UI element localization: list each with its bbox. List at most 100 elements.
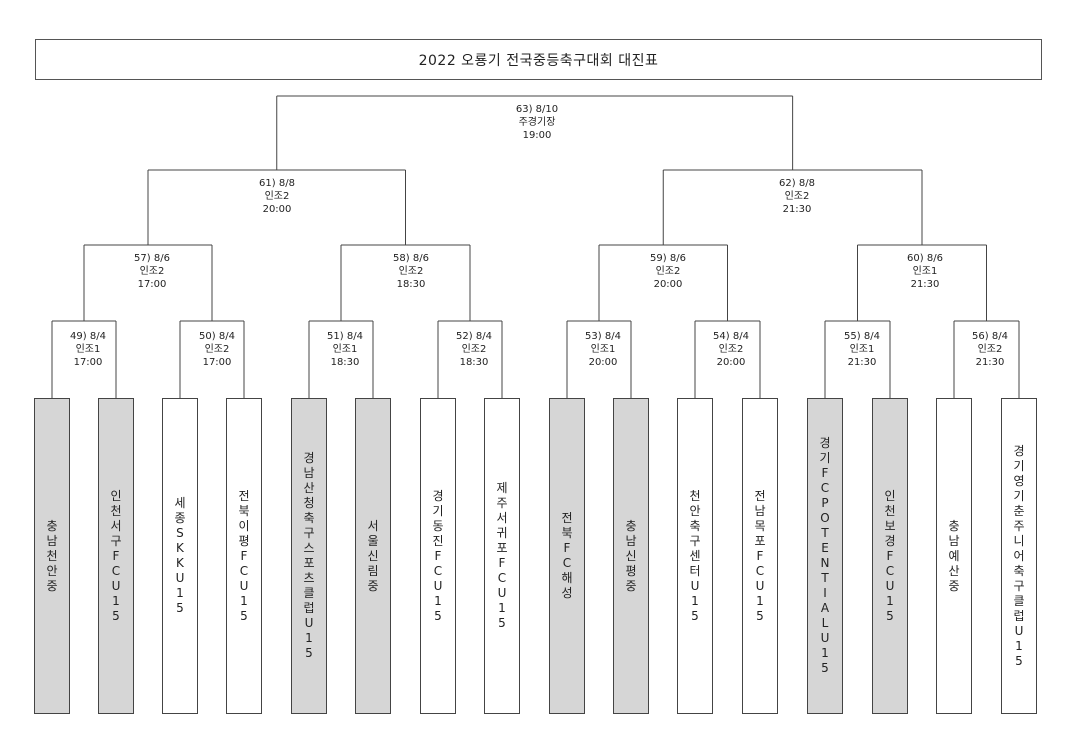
- team-name-char: C: [562, 556, 572, 570]
- semifinal-match-1-line-3: 20:00: [262, 204, 292, 215]
- team-name-char: 북: [561, 526, 573, 540]
- round16-match-8-line-3: 21:30: [975, 357, 1005, 368]
- team-name-char: 1: [886, 593, 894, 608]
- semifinal-match-2-line-2: 인조2: [784, 191, 810, 202]
- semifinal-match-1-line-2: 인조2: [264, 191, 290, 202]
- page-title: 2022 오룡기 전국중등축구대회 대진표: [418, 52, 659, 69]
- team-name-char: 클: [303, 586, 315, 600]
- team-name-char: 1: [498, 601, 506, 615]
- team-name-char: U: [304, 616, 314, 630]
- team-name-char: U: [690, 578, 700, 593]
- team-name-char: 충: [46, 518, 58, 533]
- team-name-char: U: [175, 571, 185, 585]
- final-match-line-1: 63) 8/10: [515, 104, 559, 115]
- team-name-char: 주: [1013, 518, 1025, 533]
- team-name-char: 1: [756, 593, 764, 608]
- team-name-char: 남: [625, 533, 637, 548]
- team-name-char: 구: [689, 533, 701, 548]
- quarterfinal-match-4-line-3: 21:30: [910, 279, 940, 290]
- quarterfinal-match-3-line-3: 20:00: [653, 279, 683, 290]
- team-name-char: 동: [432, 518, 444, 533]
- quarterfinal-match-1-line-1: 57) 8/6: [134, 253, 170, 264]
- round16-match-3-line-1: 51) 8/4: [327, 331, 363, 342]
- team-name-char: 서: [496, 511, 508, 525]
- team-name-char: 북: [238, 503, 250, 518]
- title-box: 2022 오룡기 전국중등축구대회 대진표: [35, 39, 1042, 80]
- quarterfinal-match-2-line-1: 58) 8/6: [393, 253, 429, 264]
- round16-match-4-line-3: 18:30: [459, 357, 489, 368]
- team-name-char: 니: [1013, 533, 1025, 548]
- quarterfinal-match-4-line-1: 60) 8/6: [907, 253, 943, 264]
- team-name-char: 천: [689, 488, 701, 503]
- quarterfinal-match-4: 60) 8/6 인조1 21:30: [880, 252, 970, 291]
- team-name-char: 종: [174, 511, 186, 525]
- team-name-char: U: [820, 631, 830, 645]
- team-name-char: N: [820, 556, 830, 570]
- team-name-char: U: [755, 578, 765, 593]
- round16-match-5-line-1: 53) 8/4: [585, 331, 621, 342]
- team-name-char: 보: [884, 518, 896, 533]
- team-name-char: 전: [238, 488, 250, 503]
- team-name-char: 5: [821, 661, 829, 675]
- quarterfinal-match-4-line-2: 인조1: [912, 266, 938, 277]
- round16-match-8-line-1: 56) 8/4: [972, 331, 1008, 342]
- final-match-line-2: 주경기장: [518, 117, 556, 128]
- final-match-line-3: 19:00: [522, 130, 552, 141]
- team-name-char: 제: [496, 481, 508, 495]
- team-name-char: 1: [240, 593, 248, 608]
- team-name-char: 전: [561, 511, 573, 525]
- round16-match-7-line-1: 55) 8/4: [844, 331, 880, 342]
- team-name-char: 1: [305, 631, 313, 645]
- team-name-char: 기: [432, 503, 444, 518]
- team-name-char: 5: [756, 608, 764, 623]
- team-name-char: F: [434, 548, 442, 563]
- team-name-char: C: [820, 481, 830, 495]
- team-name-char: 중: [948, 578, 960, 593]
- team-name-char: 귀: [496, 526, 508, 540]
- team-name-char: S: [176, 526, 184, 540]
- team-name-char: 포: [496, 541, 508, 555]
- team-name-char: F: [886, 548, 894, 563]
- team-name-char: 경: [884, 533, 896, 548]
- team-name-char: 5: [434, 608, 442, 623]
- team-name-char: 어: [1013, 548, 1025, 563]
- team-name-char: 축: [303, 511, 315, 525]
- team-name-char: A: [820, 601, 830, 615]
- team-name-char: I: [823, 586, 827, 600]
- team-name-char: 5: [240, 608, 248, 623]
- team-name-char: 청: [303, 496, 315, 510]
- round16-match-2-line-2: 인조2: [204, 344, 230, 355]
- team-name-char: 5: [886, 608, 894, 623]
- team-name-char: 럽: [303, 601, 315, 615]
- team-name-char: 서: [110, 518, 122, 533]
- team-name-char: F: [821, 466, 829, 480]
- round16-match-6-line-1: 54) 8/4: [713, 331, 749, 342]
- team-name-char: 평: [625, 563, 637, 578]
- team-name-char: F: [563, 541, 571, 555]
- team-name-char: T: [821, 571, 829, 585]
- team-name-char: 기: [1013, 488, 1025, 503]
- team-name-char: 5: [1015, 653, 1023, 668]
- team-name-char: 1: [821, 646, 829, 660]
- team-name-char: 축: [1013, 563, 1025, 578]
- team-name-char: 1: [112, 593, 120, 608]
- final-match: 63) 8/10 주경기장 19:00: [492, 103, 582, 142]
- team-name-char: U: [885, 578, 895, 593]
